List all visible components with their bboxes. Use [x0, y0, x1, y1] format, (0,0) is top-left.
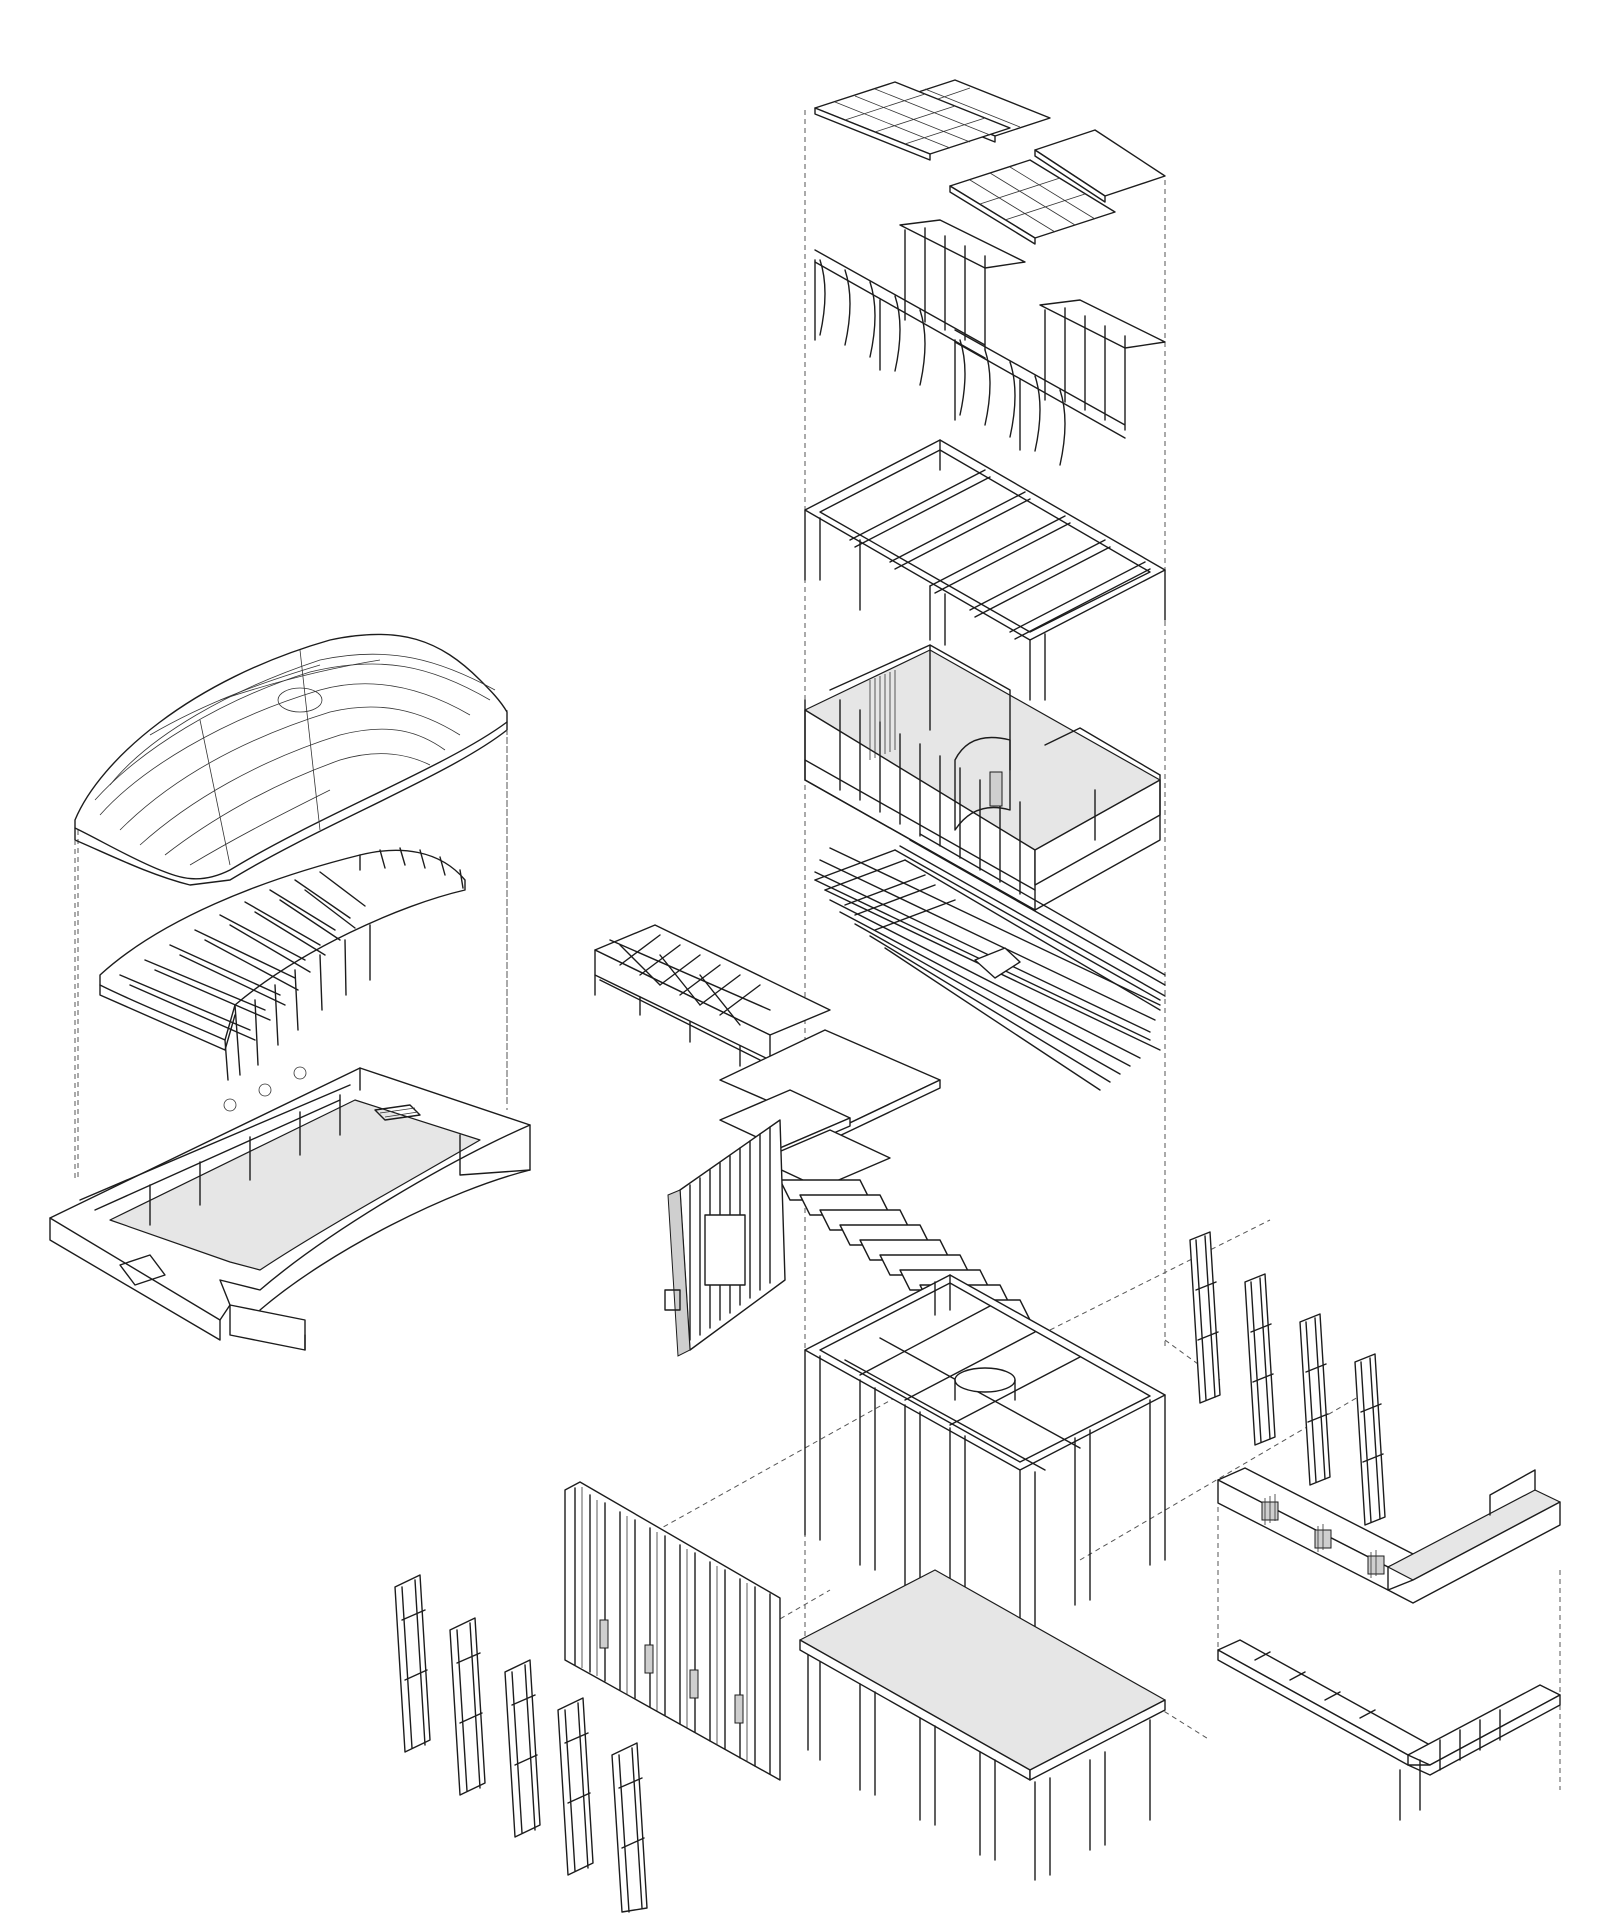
- window-panel: [611, 1742, 648, 1913]
- column-frame: [804, 1274, 1166, 1646]
- floor-joists: [814, 833, 1166, 1091]
- window-panel: [1244, 1273, 1276, 1446]
- ground-slab: [799, 1569, 1166, 1881]
- window-panel: [1189, 1231, 1221, 1404]
- slatted-facade: [564, 1481, 781, 1781]
- sawtooth-trusses: [814, 219, 1166, 466]
- window-panel: [394, 1574, 431, 1753]
- slatted-wall-panel: [664, 1119, 786, 1357]
- window-panels-left: [394, 1574, 648, 1913]
- topographic-roof: [74, 633, 508, 1180]
- window-panel: [504, 1659, 541, 1838]
- window-panel: [449, 1617, 486, 1796]
- window-panel: [1354, 1353, 1386, 1526]
- roof-framing: [99, 847, 466, 1081]
- upper-floor-rooms: [804, 644, 1161, 911]
- window-panels-right: [1189, 1231, 1386, 1526]
- skylight-panels: [814, 79, 1166, 245]
- l-shaped-canopy: [1217, 1467, 1561, 1821]
- window-panel: [1299, 1313, 1331, 1486]
- roof-beam-grid: [804, 439, 1166, 701]
- window-panel: [557, 1697, 594, 1876]
- auditorium-base: [49, 1066, 531, 1351]
- truss-bridge: [594, 924, 831, 1067]
